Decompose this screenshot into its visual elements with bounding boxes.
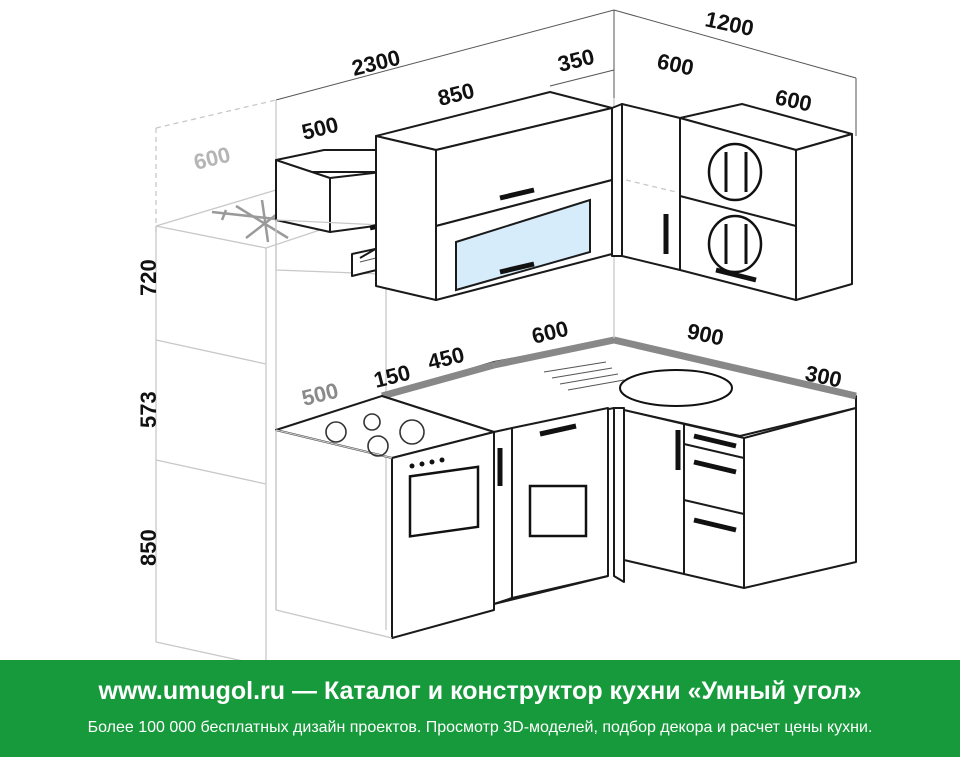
site-footer: www.umugol.ru — Каталог и конструктор ку… — [0, 660, 960, 757]
dim-total-right: 1200 — [703, 6, 756, 41]
kitchen-drawing: 2300 1200 600 500 850 350 600 600 720 57… — [136, 6, 857, 667]
dim-height-850: 850 — [136, 529, 161, 566]
dishes-icon-bottom — [707, 214, 763, 274]
countertop — [381, 336, 857, 437]
burner-icons — [325, 413, 425, 457]
upper-cabinets-right — [679, 103, 853, 301]
dim-height-720: 720 — [136, 259, 161, 296]
stove — [275, 395, 495, 639]
dim-total-left: 2300 — [349, 45, 403, 81]
sink-icon — [543, 361, 733, 407]
stove-knobs — [409, 457, 445, 469]
dim-base-900: 900 — [685, 318, 726, 350]
dim-base-450: 450 — [425, 342, 467, 375]
dim-fridge-depth: 600 — [191, 142, 233, 175]
dim-upper-350: 350 — [555, 44, 597, 77]
footer-subtitle: Более 100 000 бесплатных дизайн проектов… — [87, 719, 873, 736]
dim-upper-right-600a: 600 — [655, 48, 696, 80]
dim-upper-right-600b: 600 — [773, 84, 814, 116]
dim-base-600: 600 — [529, 316, 571, 349]
kitchen-diagram: 2300 1200 600 500 850 350 600 600 720 57… — [136, 6, 857, 667]
dim-stove-500: 500 — [299, 378, 341, 411]
dim-upper-850: 850 — [435, 78, 477, 111]
upper-corner-column — [611, 103, 681, 271]
base-right — [613, 407, 857, 589]
dim-height-573: 573 — [136, 391, 161, 428]
dishes-icon-top — [707, 142, 763, 202]
dim-upper-500: 500 — [299, 112, 341, 145]
footer-title[interactable]: www.umugol.ru — Каталог и конструктор ку… — [98, 677, 862, 705]
base-dishwasher — [493, 407, 609, 605]
upper-cabinets-left — [375, 91, 613, 301]
